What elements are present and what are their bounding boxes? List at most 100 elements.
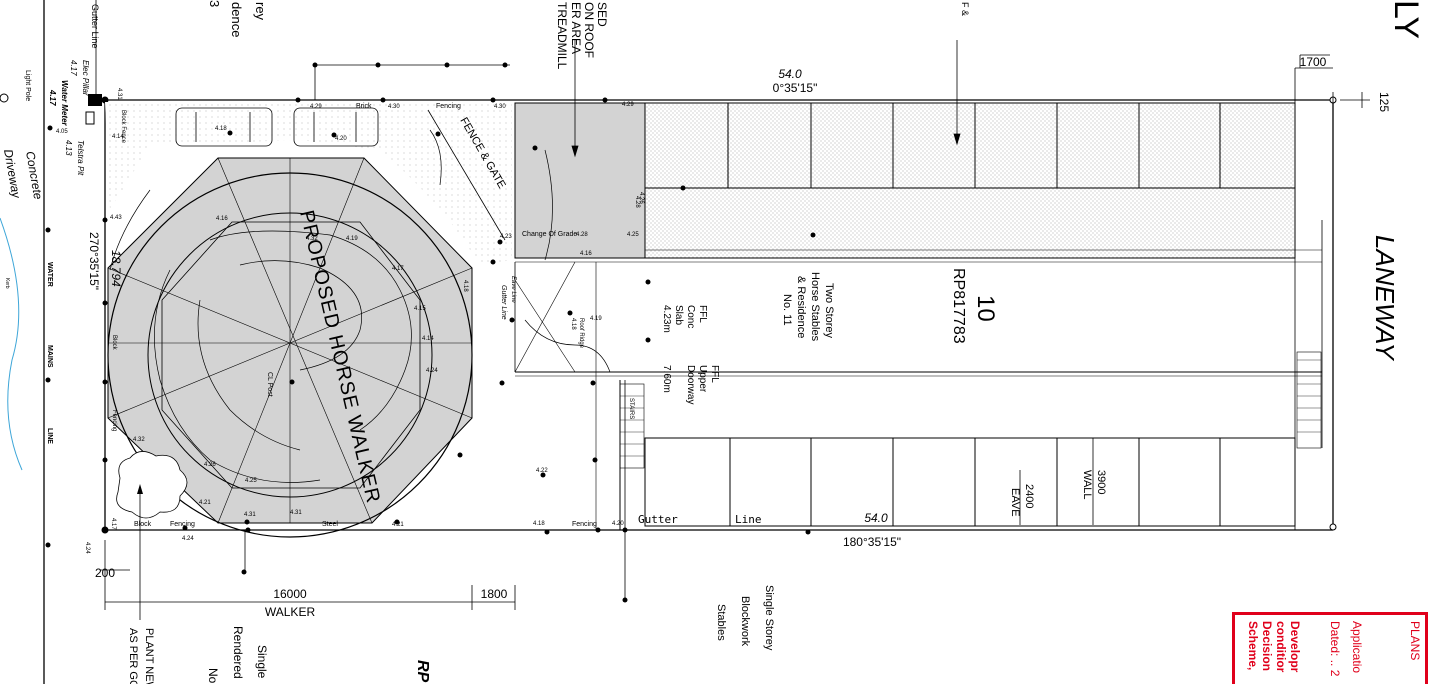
level-d: 4.30: [494, 104, 506, 110]
label-driveway: Driveway: [1, 148, 24, 200]
bottom-labels: PLANT NEW AS PER GC Rendered Single No R…: [127, 585, 775, 684]
dim-16000: 16000: [273, 587, 307, 601]
building-labels: Two Storey Horse Stables & Residence No.…: [500, 272, 835, 419]
label-telstra-pit: Telstra Pit: [76, 140, 85, 176]
single-left-label: Single: [255, 645, 269, 679]
label-elec-pillar: Elec Pillar: [81, 60, 90, 96]
south-length: 54.0: [864, 511, 888, 525]
fencing-bottom-label: Fencing: [170, 521, 195, 528]
level-z: 4.18: [533, 521, 545, 527]
label-concrete: Concrete: [23, 150, 45, 201]
ffl-upper-2: Upper: [697, 365, 708, 393]
level-ak: 4.24: [84, 542, 90, 554]
plan-number: RP817783: [950, 268, 967, 344]
level-a: 4.31: [116, 88, 122, 100]
roof-hatch-area: [514, 102, 646, 259]
building-desc-4: No. 11: [781, 294, 793, 326]
left-labels: Concrete Driveway Elec Pillar 4.17 Water…: [0, 60, 90, 444]
dim-eave: EAVE: [1009, 488, 1021, 517]
fragment-treadmill: TREADMILL: [555, 2, 569, 70]
ffl-upper-3: Doorway: [685, 365, 696, 404]
approval-stamp: PLANS Applicatio Dated: .. 2 Developr co…: [1232, 612, 1428, 684]
dim-1800: 1800: [481, 587, 508, 601]
fragment-sed: SED: [595, 2, 609, 27]
stamp-text: PLANS Applicatio Dated: .. 2 Developr co…: [1246, 621, 1422, 677]
level-aj: 4.43: [110, 215, 122, 221]
ffl-upper-1: FFL: [709, 365, 720, 383]
level-g: 4.14: [112, 134, 124, 140]
stamp-line-5: conditior: [1274, 621, 1288, 673]
plant-arrow: [137, 484, 143, 494]
spot-levels: 4.31 4.29 4.30 4.30 4.29 4.05 4.14 4.18 …: [56, 88, 644, 554]
label-light-pole: Light Pole: [24, 70, 31, 101]
label-water-meter: Water Meter: [60, 80, 69, 127]
level-u: 4.18: [462, 280, 468, 292]
building-desc-3: & Residence: [795, 276, 807, 338]
stamp-line-3: Dated: .. 2: [1328, 621, 1342, 677]
level-x: 4.31: [290, 510, 302, 516]
gutter-line-vertical: Gutter Line: [500, 285, 507, 320]
level-i: 4.20: [335, 136, 347, 142]
corner-letters: LY: [1387, 0, 1425, 39]
stables-label: Stables: [715, 604, 727, 641]
level-al: 4.28: [634, 196, 640, 208]
north-length: 54.0: [778, 67, 802, 81]
dimension-lines: [100, 54, 1330, 610]
dim-200: 200: [95, 566, 115, 580]
callout-leaders: [314, 40, 961, 600]
dim-1700: 1700: [1300, 55, 1327, 69]
fragment-dence: dence: [229, 2, 244, 37]
ffl-conc-3: Slab: [673, 305, 684, 325]
level-ag: 4.25: [245, 478, 257, 484]
lot-number: 10: [972, 295, 999, 322]
steel-label: Steel: [322, 521, 338, 528]
blockwork-label: Blockwork: [739, 596, 751, 647]
level-af: 4.26: [204, 462, 216, 468]
dim-wall: WALL: [1081, 470, 1093, 500]
dim-walker: WALKER: [265, 605, 316, 619]
level-ac: 4.19: [590, 316, 602, 322]
ffl-conc-1: FFL: [697, 305, 708, 323]
ffl-conc-2: Conc: [685, 305, 696, 328]
level-b: 4.29: [310, 104, 322, 110]
dim-125: 125: [1377, 92, 1391, 112]
level-ah: 4.24: [182, 536, 194, 542]
concrete-driveway: [105, 102, 512, 265]
stairs-label: STAIRS: [628, 398, 634, 419]
label-telstra-level: 4.13: [64, 140, 73, 156]
level-e: 4.29: [622, 102, 634, 108]
building-desc-1: Two Storey: [823, 283, 835, 339]
level-ad: 4.16: [216, 216, 228, 222]
label-water-main: WATER: [46, 262, 53, 287]
no-fragment-label: No: [206, 668, 220, 684]
level-c: 4.30: [388, 104, 400, 110]
level-h: 4.18: [215, 126, 227, 132]
road-frontage: [0, 0, 97, 684]
rendered-label: Rendered: [231, 626, 245, 679]
top-fragments: Gutter Line rey dence 3 SED ON ROOF ER A…: [90, 0, 1425, 70]
label-kerb: Kerb: [4, 278, 10, 289]
level-m: 4.26: [638, 192, 644, 204]
label-water-level: 4.17: [48, 89, 57, 106]
roof-rl: 4.18: [570, 318, 576, 330]
fragment-f-amp: F &: [960, 2, 970, 16]
building-desc-2: Horse Stables: [809, 272, 821, 342]
block-fence-top-label: Block Fence: [120, 110, 126, 144]
level-ae: 4.32: [133, 437, 145, 443]
bearings: 54.0 0°35'15" 54.0 180°35'15" 18.794 270…: [87, 67, 1400, 549]
dimension-labels: 1700 125 200 16000 WALKER 1800 2400 EAVE…: [95, 55, 1391, 619]
survey-points: [45, 62, 816, 603]
west-length: 18.794: [109, 250, 123, 287]
contour-lines: [109, 129, 611, 483]
change-of-grade-label: Change Of Grade: [522, 231, 577, 238]
horse-walker: [107, 157, 473, 538]
brick-label: Brick: [356, 103, 372, 110]
fragment-3: 3: [207, 0, 222, 7]
level-ab: 4.20: [612, 521, 624, 527]
stamp-line-6: Decision: [1260, 621, 1274, 671]
fragment-on-roof: ON ROOF: [582, 2, 596, 58]
level-j: 4.23: [500, 234, 512, 240]
dim-3900: 3900: [1095, 470, 1107, 494]
level-q: 4.17: [392, 266, 404, 272]
